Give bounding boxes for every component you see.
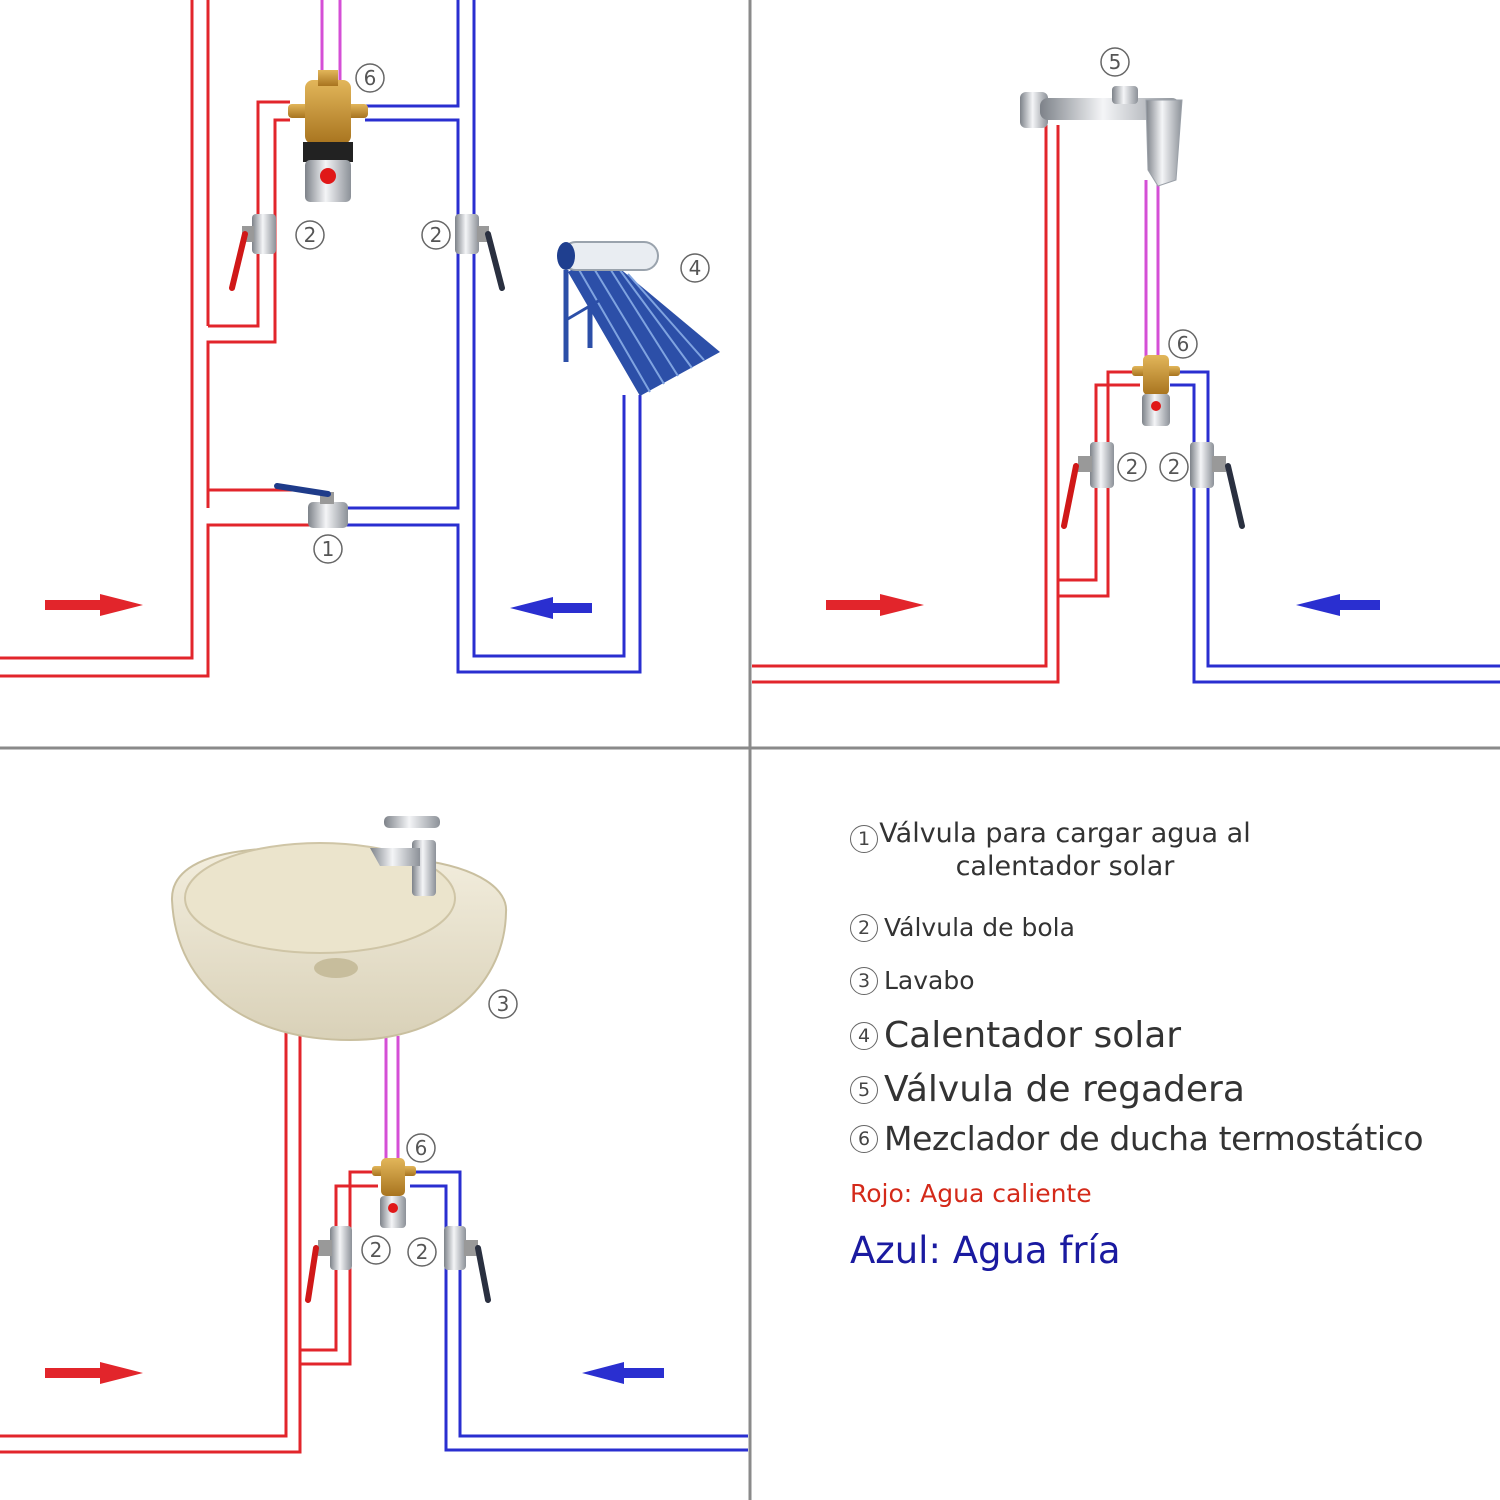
marker-2: 2 (361, 1235, 391, 1265)
thermostatic-mixer-icon (372, 1158, 416, 1228)
legend-number: 2 (850, 913, 878, 942)
cold-inlet-arrow (582, 1362, 664, 1384)
legend-item-5: 5 Válvula de regadera (850, 1069, 1245, 1110)
marker-6-label: 6 (415, 1136, 428, 1160)
marker-6-label: 6 (1177, 332, 1190, 356)
legend-item-1: 1 (850, 825, 884, 853)
marker-6: 6 (406, 1133, 436, 1163)
marker-1: 1 (313, 534, 343, 564)
marker-2-label: 2 (430, 223, 443, 247)
hot-inlet-arrow (45, 1362, 143, 1384)
marker-6: 6 (355, 63, 385, 93)
ball-valve-icon (1061, 442, 1114, 529)
thermostatic-mixer-icon (1132, 355, 1180, 426)
hot-pipe (0, 0, 310, 678)
legend-cold: Azul: Agua fría (850, 1229, 1121, 1272)
legend-number: 6 (850, 1124, 878, 1153)
marker-2: 2 (1117, 452, 1147, 482)
legend-number: 5 (850, 1075, 878, 1104)
marker-2: 2 (421, 220, 451, 250)
ball-valve-icon (1190, 442, 1245, 529)
marker-4: 4 (680, 253, 710, 283)
legend-item-4: 4 Calentador solar (850, 1015, 1181, 1056)
ball-valve-icon (305, 1226, 352, 1303)
legend-number: 4 (850, 1021, 878, 1050)
legend-item-2: 2 Válvula de bola (850, 913, 1075, 942)
shower-system-diagram (752, 86, 1500, 684)
hot-pipe (0, 1010, 378, 1454)
charging-valve-icon (274, 483, 348, 528)
marker-6: 6 (1168, 329, 1198, 359)
basin-icon (170, 816, 508, 1042)
legend-item-1-line1: Válvula para cargar agua al (879, 818, 1251, 849)
mixed-pipe (1144, 180, 1160, 360)
basin-system-diagram (0, 816, 748, 1454)
hot-inlet-arrow (826, 594, 924, 616)
marker-2: 2 (407, 1237, 437, 1267)
marker-2-label: 2 (304, 223, 317, 247)
marker-1-label: 1 (322, 537, 335, 561)
legend-item-5-label: Válvula de regadera (884, 1069, 1245, 1110)
marker-2: 2 (1159, 452, 1189, 482)
legend-hot: Rojo: Agua caliente (850, 1179, 1092, 1208)
legend-item-3-label: Lavabo (884, 966, 975, 995)
marker-2: 2 (295, 220, 325, 250)
solar-system-diagram (0, 0, 720, 678)
marker-2-label: 2 (1168, 455, 1181, 479)
marker-5-label: 5 (1109, 50, 1122, 74)
marker-2-label: 2 (416, 1240, 429, 1264)
solar-heater-icon (557, 241, 720, 396)
cold-pipe (410, 1170, 748, 1452)
cold-inlet-arrow (510, 597, 592, 619)
legend-item-6-label: Mezclador de ducha termostático (884, 1119, 1424, 1158)
marker-2-label: 2 (1126, 455, 1139, 479)
cold-inlet-arrow (1296, 594, 1380, 616)
hot-inlet-arrow (45, 594, 143, 616)
mixed-pipe (384, 1036, 400, 1160)
shower-valve-icon (1020, 86, 1183, 187)
legend-item-1-line2: calentador solar (955, 851, 1175, 882)
ball-valve-icon (455, 214, 505, 291)
cold-pipe (345, 0, 642, 674)
marker-3: 3 (488, 989, 518, 1019)
marker-3-label: 3 (497, 992, 510, 1016)
ball-valve-icon (229, 214, 276, 291)
hot-pipe (752, 125, 1140, 684)
legend-item-3: 3 Lavabo (850, 966, 975, 995)
thermostatic-mixer-icon (288, 70, 368, 202)
ball-valve-icon (444, 1226, 491, 1303)
legend-number: 3 (850, 966, 878, 995)
marker-4-label: 4 (689, 256, 702, 280)
cold-pipe (1170, 370, 1500, 684)
legend-item-6: 6 Mezclador de ducha termostático (850, 1119, 1424, 1158)
marker-6-label: 6 (364, 66, 377, 90)
marker-2-label: 2 (370, 1238, 383, 1262)
legend-number: 1 (850, 825, 878, 853)
legend-item-1-text: Válvula para cargar agua al calentador s… (870, 817, 1260, 883)
legend-item-4-label: Calentador solar (884, 1015, 1182, 1056)
marker-5: 5 (1100, 47, 1130, 77)
legend-item-2-label: Válvula de bola (884, 913, 1075, 942)
